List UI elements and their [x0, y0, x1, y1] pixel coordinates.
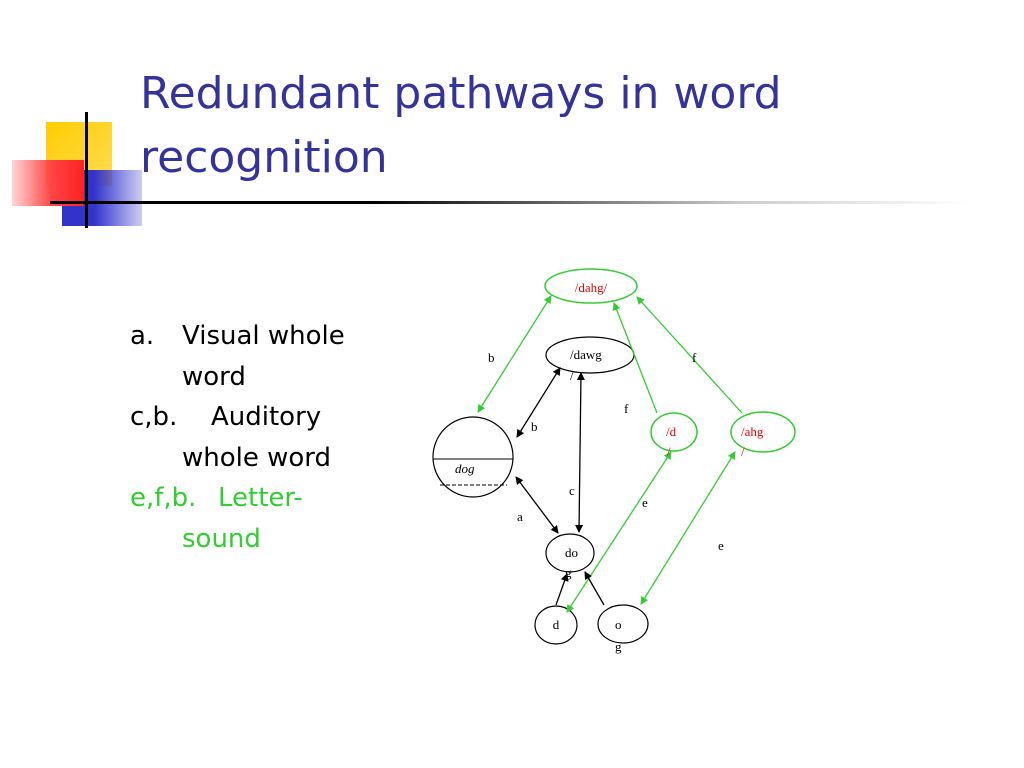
edge-label-f-green: f [692, 350, 697, 365]
node-d-sound-label-slash: / [667, 444, 671, 459]
edge-og-to-dog [584, 571, 605, 606]
node-dahg [544, 268, 638, 304]
node-dawg-label-slash: / [570, 368, 574, 383]
node-og-letters [597, 604, 649, 644]
edge-label-e-1: e [642, 495, 648, 510]
bullet-item-visual: a. Visual whole word [130, 316, 380, 397]
bullet-list: a. Visual whole word c,b. Auditory whole… [130, 316, 380, 559]
bullet-marker: e,f,b. [130, 483, 197, 513]
bullet-text: Auditory whole word [182, 402, 332, 473]
node-dahg-label: /dahg/ [575, 280, 608, 295]
edge-e-d [566, 451, 672, 613]
node-dog-word-label: do [565, 545, 578, 560]
edge-e-ahg [640, 451, 736, 605]
node-dog-word-label-g: g [565, 565, 572, 580]
edge-b-green [477, 295, 552, 413]
edge-label-b-black: b [531, 419, 538, 434]
slide-title: Redundant pathways in word recognition [140, 68, 782, 183]
edge-f-d-to-dahg [612, 302, 658, 414]
node-ahg-label: /ahg [741, 424, 764, 439]
bullet-marker: c,b. [130, 402, 178, 432]
edge-label-f-upper: f [624, 401, 629, 416]
node-d-sound-label: /d [666, 424, 677, 439]
node-dawg-label: /dawg [570, 347, 602, 362]
bullet-text: Letter-sound [182, 483, 303, 554]
node-dog-image [432, 416, 514, 498]
edge-label-c: c [569, 483, 575, 498]
edge-label-a: a [517, 509, 523, 524]
edge-b-black [516, 367, 561, 438]
edge-label-e-2: e [718, 538, 724, 553]
title-underline [50, 201, 970, 204]
edge-c [575, 372, 585, 533]
node-d-sound [650, 412, 698, 452]
node-d-letter [534, 605, 578, 645]
deco-vertical-line [85, 112, 88, 228]
node-og-label-g: g [615, 639, 622, 654]
edge-d-to-dog [555, 573, 569, 606]
bullet-marker: a. [130, 321, 155, 351]
bullet-item-auditory: c,b. Auditory whole word [130, 397, 380, 478]
node-d-letter-label: d [553, 617, 560, 632]
node-ahg-sound [730, 411, 796, 453]
edge-f-ahg-to-dahg [636, 296, 743, 414]
edge-a [515, 476, 559, 534]
bullet-item-letter-sound: e,f,b. Letter-sound [130, 478, 380, 559]
node-dog-image-label: dog [455, 461, 475, 476]
node-ahg-label-slash: / [741, 444, 745, 459]
bullet-text: Visual whole word [182, 321, 345, 392]
edge-label-b-green: b [488, 350, 495, 365]
deco-red-square [12, 160, 84, 206]
node-og-label-o: o [615, 617, 622, 632]
